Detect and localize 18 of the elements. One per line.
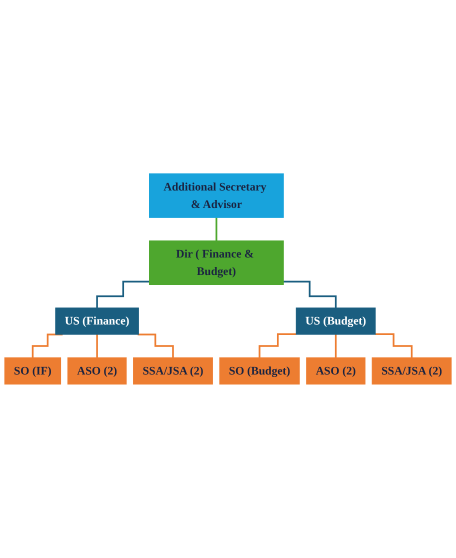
connector [334, 334, 337, 359]
node-box: ASO (2) [306, 357, 366, 385]
node-box: SSA/JSA (2) [372, 357, 452, 385]
node-box: Additional Secretary & Advisor [149, 173, 284, 218]
connector [258, 333, 296, 359]
node-box: US (Budget) [296, 308, 376, 335]
node-box: SO (Budget) [219, 357, 300, 385]
connector [96, 334, 98, 359]
connector [375, 333, 413, 359]
node-box: SSA/JSA (2) [133, 357, 213, 385]
connector [138, 334, 174, 359]
connector [216, 216, 218, 242]
node-box: ASO (2) [67, 357, 127, 385]
connector [96, 280, 150, 309]
node-box: SO (IF) [4, 357, 62, 385]
connector [284, 280, 337, 309]
node-box: Dir ( Finance & Budget) [149, 240, 284, 286]
node-box: US (Finance) [55, 308, 139, 335]
